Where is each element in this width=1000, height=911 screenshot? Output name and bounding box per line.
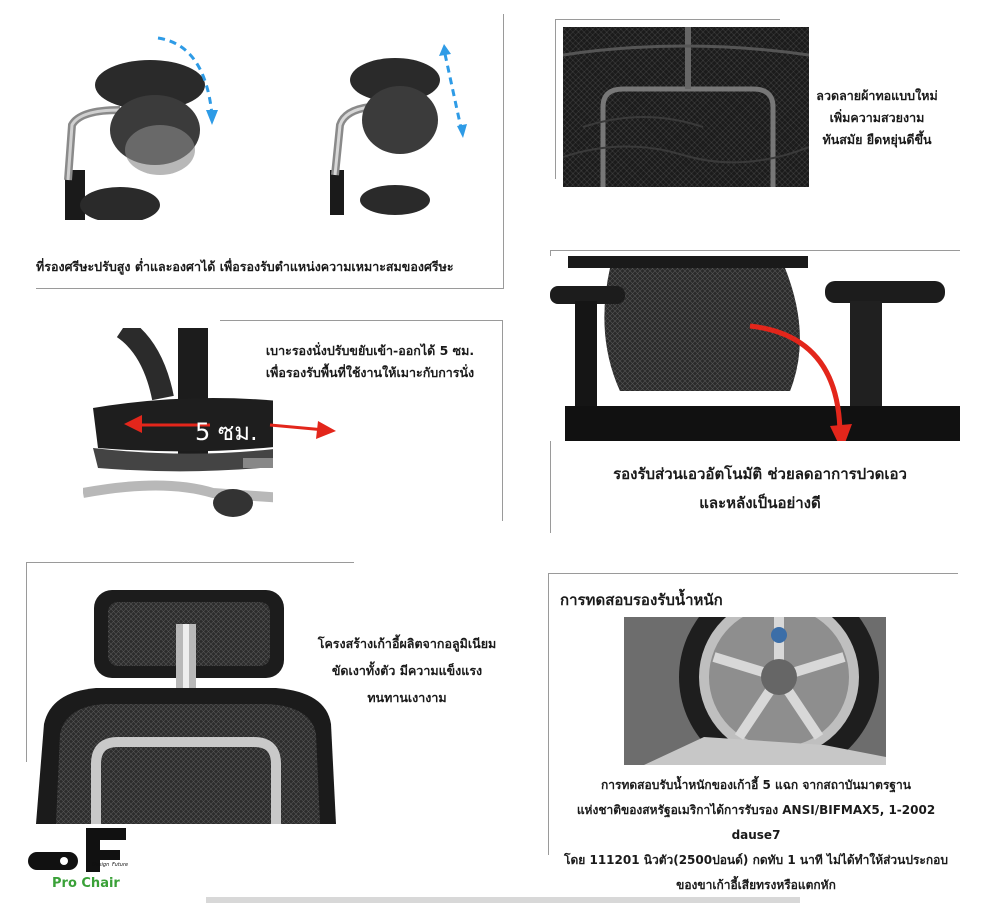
weight-panel: การทดสอบรองรับน้ำหนัก การทดสอบรับน้ำหนัก… — [548, 573, 960, 892]
mesh-line-1: ลวดลายผ้าทอแบบใหม่ — [816, 88, 938, 103]
seat-line-2: เพื่อรองรับพื้นที่ใช้งานให้เมาะกับการนั่… — [265, 365, 475, 380]
bottom-divider — [206, 897, 800, 903]
blue-curved-arrow — [157, 36, 218, 125]
wheel-test-image — [624, 617, 886, 765]
lumbar-line-2: และหลังเป็นอย่างดี — [699, 494, 821, 512]
mesh-panel: ลวดลายผ้าทอแบบใหม่ เพิ่มความสวยงาม ทันสม… — [555, 15, 955, 195]
mesh-line-2: เพิ่มความสวยงาม — [829, 110, 925, 125]
logo-small-text-1: Design — [92, 862, 109, 868]
seat-panel: 5 ซม. เบาะรองนั่งปรับขยับเข้า-ออกได้ 5 ซ… — [80, 320, 505, 525]
weight-line-4: ของขาเก้าอี้เสียทรงหรือแตกหัก — [676, 878, 836, 892]
frame-line-3: ทนทานเงางาม — [367, 690, 447, 705]
frame-line-1: โครงสร้างเก้าอี้ผลิตจากอลูมิเนียม — [317, 636, 497, 651]
lumbar-line-1: รองรับส่วนเอวอัตโนมัติ ช่วยลดอาการปวดเอว — [613, 465, 907, 483]
weight-line-3: โดย 111201 นิวตัว(2500ปอนด์) กดทับ 1 นาท… — [564, 853, 948, 867]
headrest-height-image — [330, 58, 440, 215]
lumbar-support-image — [550, 256, 960, 441]
frame-caption: โครงสร้างเก้าอี้ผลิตจากอลูมิเนียม ขัดเงา… — [291, 630, 523, 711]
headrest-panel: ที่รองศรีษะปรับสูง ต่ำและองศาได้ เพื่อรอ… — [0, 0, 505, 290]
blue-updown-arrow — [439, 44, 467, 138]
lumbar-caption: รองรับส่วนเอวอัตโนมัติ ช่วยลดอาการปวดเอว… — [560, 460, 960, 518]
seat-caption: เบาะรองนั่งปรับขยับเข้า-ออกได้ 5 ซม. เพื… — [240, 340, 500, 384]
weight-caption: การทดสอบรับน้ำหนักของเก้าอี้ 5 แฉก จากสถ… — [554, 773, 958, 898]
brand-name: Pro Chair — [52, 876, 120, 891]
seat-overlay-label: 5 ซม. — [195, 418, 258, 446]
mesh-caption: ลวดลายผ้าทอแบบใหม่ เพิ่มความสวยงาม ทันสม… — [809, 85, 945, 151]
frame-panel: โครงสร้างเก้าอี้ผลิตจากอลูมิเนียม ขัดเงา… — [26, 562, 526, 827]
lumbar-panel: รองรับส่วนเอวอัตโนมัติ ช่วยลดอาการปวดเอว… — [550, 250, 962, 535]
weight-line-2: แห่งชาติของสหรัฐอเมริกาได้การรับรอง ANSI… — [576, 803, 936, 842]
mesh-line-3: ทันสมัย ยืดหยุ่นดีขึ้น — [822, 132, 932, 147]
prochair-logo: Design Future — [28, 828, 128, 872]
weight-line-1: การทดสอบรับน้ำหนักของเก้าอี้ 5 แฉก จากสถ… — [601, 778, 911, 792]
red-double-arrow — [124, 415, 336, 439]
weight-title: การทดสอบรองรับน้ำหนัก — [560, 591, 723, 609]
mesh-fabric-image — [563, 27, 809, 187]
logo-small-text-2: Future — [112, 862, 128, 868]
aluminium-frame-image — [36, 584, 336, 824]
headrest-tilt-image — [64, 60, 205, 220]
headrest-caption: ที่รองศรีษะปรับสูง ต่ำและองศาได้ เพื่อรอ… — [36, 259, 454, 274]
seat-line-1: เบาะรองนั่งปรับขยับเข้า-ออกได้ 5 ซม. — [265, 343, 475, 358]
frame-line-2: ขัดเงาทั้งตัว มีความแข็งแรง — [331, 663, 483, 678]
seat-slide-image — [83, 328, 273, 518]
